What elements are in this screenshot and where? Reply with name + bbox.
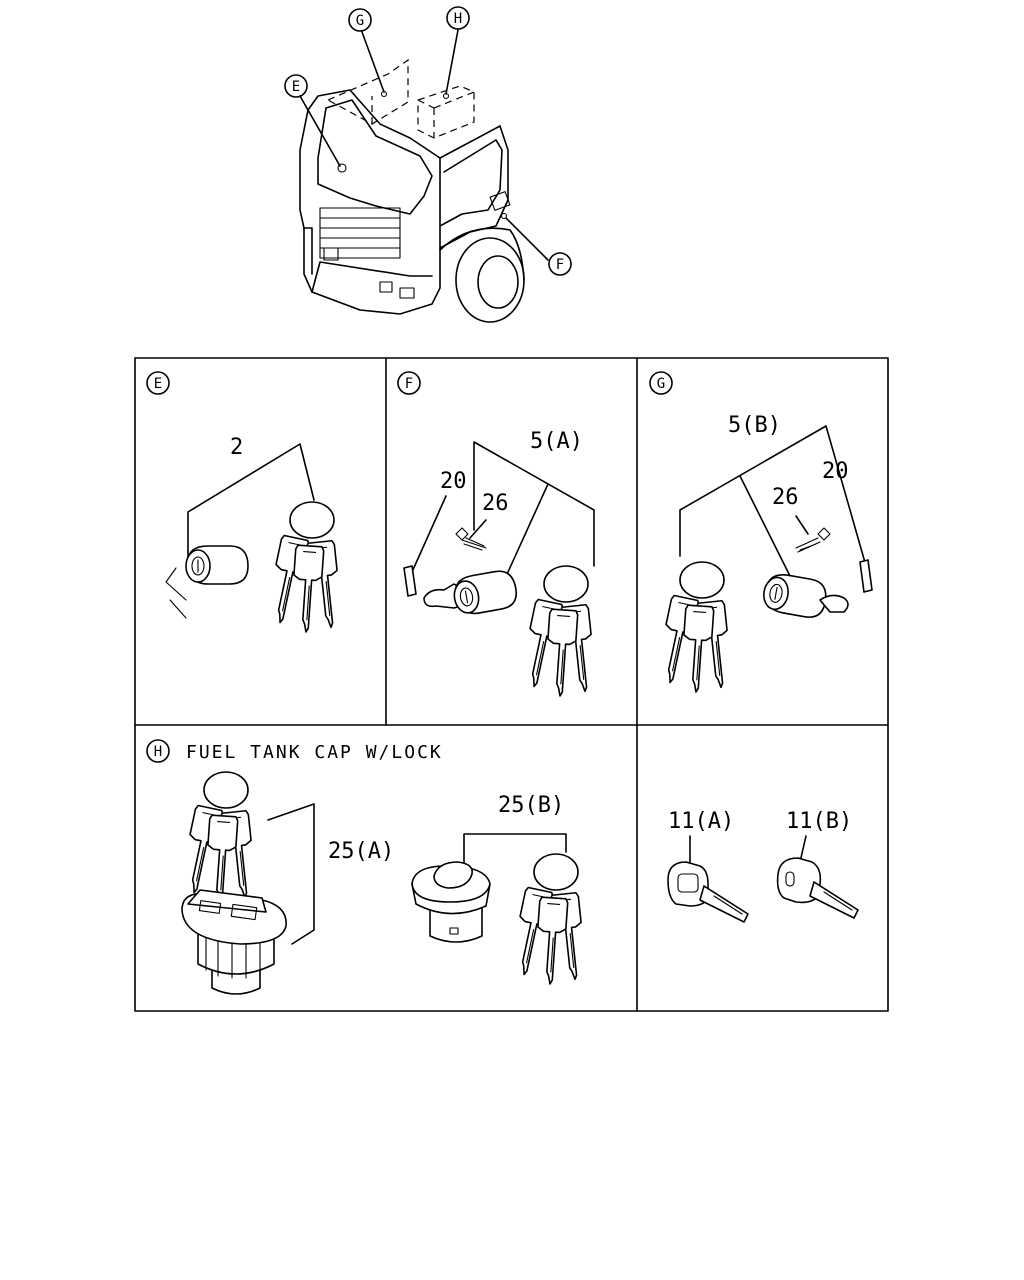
svg-text:F: F: [556, 257, 564, 273]
part-label-20-f: 20: [440, 469, 467, 494]
retainer-clip-20-f: [403, 565, 417, 597]
bracket-25b: [463, 833, 567, 869]
callout-g: G: [348, 8, 372, 32]
bracket-5a: [473, 441, 595, 567]
part-label-5b: 5(B): [728, 413, 781, 438]
panel-e: E 2: [146, 371, 343, 633]
part-label-20-g: 20: [822, 459, 849, 484]
svg-text:F: F: [405, 376, 413, 392]
fuel-cap-25b: [411, 861, 491, 943]
leader-h: [445, 29, 459, 95]
callout-f: F: [548, 252, 572, 276]
leader-g: [361, 31, 385, 93]
part-label-26-f: 26: [482, 491, 509, 516]
door-lock-cylinder-g: [760, 570, 849, 621]
panel-blank-keys: 11(A) 11(B): [667, 809, 859, 923]
bracket-25a: [267, 803, 315, 945]
svg-text:H: H: [454, 11, 462, 27]
panel-f-letter: F: [397, 371, 421, 395]
svg-text:H: H: [154, 744, 162, 760]
keyring-f: [518, 566, 596, 697]
panel-g-letter: G: [649, 371, 673, 395]
bracket-2: [187, 443, 315, 561]
part-label-11b: 11(B): [786, 809, 852, 834]
truck-cab-illustration: G H E F: [284, 6, 572, 323]
screw-26-g: [795, 527, 831, 553]
part-label-25a: 25(A): [328, 839, 394, 864]
panel-h-letter: H: [146, 739, 170, 763]
retainer-clip-20-g: [859, 559, 873, 593]
svg-text:E: E: [292, 79, 300, 95]
bracket-5b: [679, 425, 867, 567]
keyring-25a: [178, 772, 256, 903]
keyring-e: [264, 502, 342, 633]
callout-h: H: [446, 6, 470, 30]
svg-text:E: E: [154, 376, 162, 392]
door-lock-cylinder-f: [423, 567, 520, 618]
panel-f: F 5(A) 20 26: [397, 371, 597, 697]
panel-h-title: FUEL TANK CAP W/LOCK: [186, 742, 443, 763]
svg-text:G: G: [356, 13, 364, 29]
part-label-11a: 11(A): [668, 809, 734, 834]
panel-g: G 5(B) 26 20: [649, 371, 873, 693]
callout-e: E: [284, 74, 308, 98]
svg-text:G: G: [657, 376, 665, 392]
keyring-25b: [508, 854, 586, 985]
fuel-cap-25a: [181, 889, 287, 995]
part-label-5a: 5(A): [530, 429, 583, 454]
screw-26-f: [455, 527, 487, 551]
keyring-g: [654, 562, 732, 693]
panel-grid: [134, 357, 889, 1012]
blank-key-11b: [776, 857, 859, 919]
blank-key-11a: [667, 861, 749, 923]
panel-e-letter: E: [146, 371, 170, 395]
part-label-2: 2: [230, 435, 243, 460]
leader-e: [299, 95, 341, 167]
leader-f: [505, 217, 549, 261]
part-label-26-g: 26: [772, 485, 799, 510]
part-label-25b: 25(B): [498, 793, 564, 818]
ignition-lock-cylinder: [165, 545, 249, 619]
panel-h: H FUEL TANK CAP W/LOCK 25(A) 25(B): [146, 739, 587, 995]
